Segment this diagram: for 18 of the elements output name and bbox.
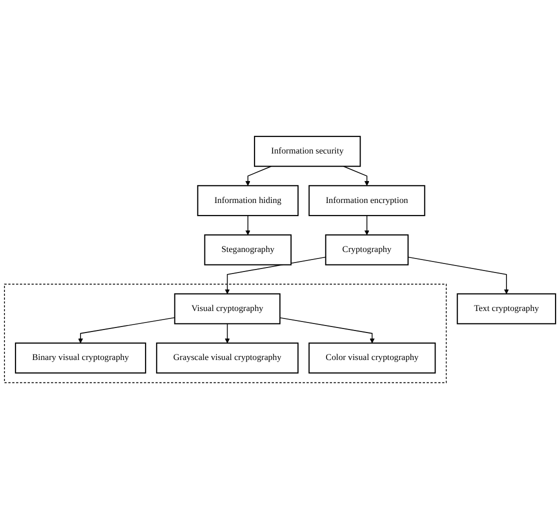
- arrow: [78, 318, 176, 344]
- node-box: Information security: [254, 136, 361, 168]
- arrow: [224, 257, 326, 295]
- node-box: Visual cryptography: [174, 294, 280, 325]
- node-box: Color visual cryptography: [308, 343, 436, 374]
- cluster: [4, 284, 447, 384]
- node-box: Cryptography: [325, 234, 409, 266]
- node-box: Information encryption: [308, 186, 426, 217]
- arrow: [224, 324, 230, 344]
- node-box: Grayscale visual cryptography: [156, 343, 299, 374]
- node-box: Text cryptography: [456, 294, 556, 325]
- node-box: Binary visual cryptography: [14, 343, 146, 374]
- node-box: Steganography: [204, 234, 292, 266]
- arrow: [364, 216, 370, 236]
- arrow: [280, 318, 375, 344]
- node-box: Information hiding: [197, 186, 299, 217]
- arrow: [245, 216, 250, 236]
- arrow: [408, 257, 509, 295]
